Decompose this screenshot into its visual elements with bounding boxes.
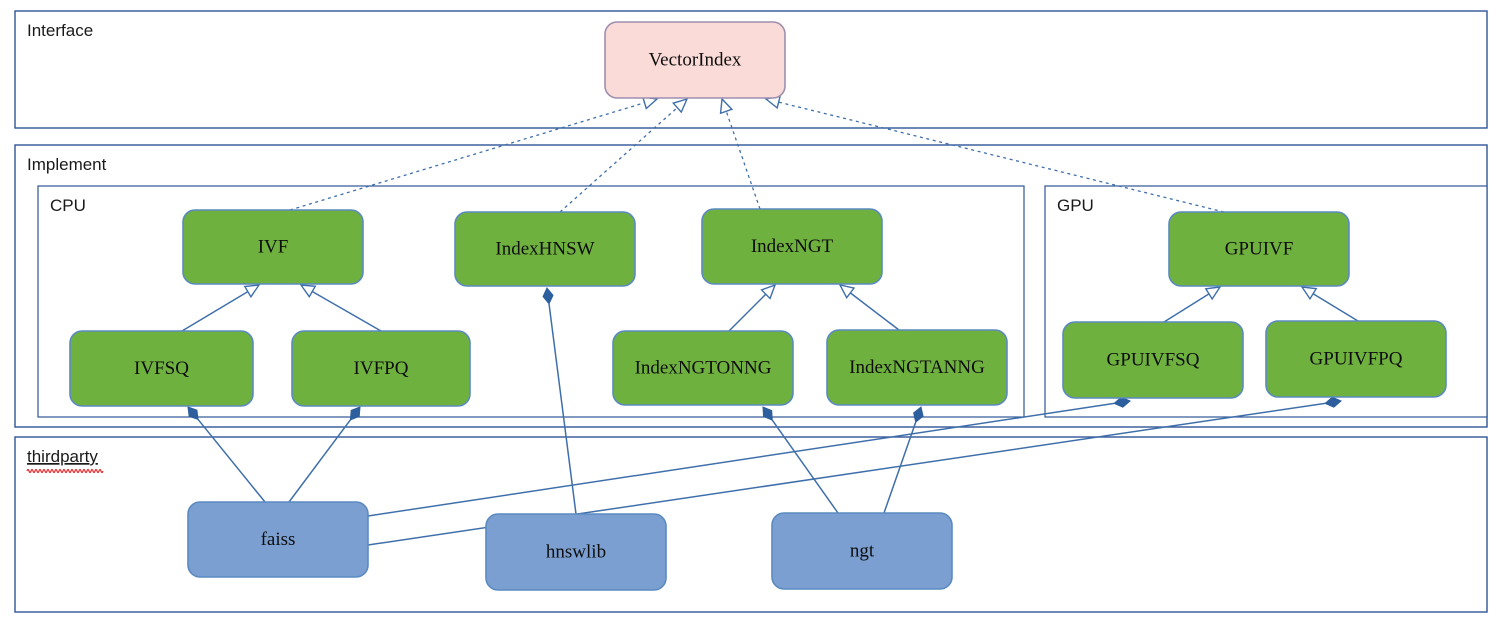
node-label-gpuivfpq: GPUIVFPQ xyxy=(1310,348,1403,369)
edge-line xyxy=(367,402,1115,517)
edge-line xyxy=(311,290,382,332)
inheritance-arrowhead xyxy=(1300,286,1318,301)
inheritance-arrowhead xyxy=(1204,286,1222,301)
edge-line xyxy=(197,418,266,503)
node-box-indexngt[interactable] xyxy=(701,208,883,285)
composition-diamond xyxy=(762,406,773,421)
edge-line xyxy=(289,102,645,211)
edge-line xyxy=(771,419,839,514)
node-box-indexhnsw[interactable] xyxy=(454,211,636,287)
edge-line xyxy=(883,421,917,514)
node-label-vectorindex: VectorIndex xyxy=(649,49,742,70)
composition-diamond xyxy=(1324,396,1342,408)
node-label-hnswlib: hnswlib xyxy=(546,541,606,562)
node-label-ngt: ngt xyxy=(850,540,875,561)
realization-arrowhead xyxy=(672,97,689,114)
inheritance-arrowhead xyxy=(760,283,777,300)
edge-ngt-to-indexngtanng xyxy=(883,406,924,514)
edge-indexngtonng-to-indexngt xyxy=(728,283,777,332)
class-node-ngt[interactable]: ngt xyxy=(771,512,953,590)
node-label-ivfsq: IVFSQ xyxy=(134,358,189,379)
inheritance-arrowhead xyxy=(243,284,261,299)
edge-line xyxy=(1312,293,1359,322)
edge-faiss-to-ivfsq xyxy=(187,406,266,503)
node-box-vectorindex[interactable] xyxy=(604,21,786,99)
class-node-gpuivf[interactable]: GPUIVF xyxy=(1168,211,1350,287)
class-node-vectorindex[interactable]: VectorIndex xyxy=(604,21,786,99)
node-box-faiss[interactable] xyxy=(187,501,369,578)
edge-line xyxy=(725,111,761,210)
edge-faiss-to-ivfpq xyxy=(288,406,361,503)
class-node-indexhnsw[interactable]: IndexHNSW xyxy=(454,211,636,287)
node-box-ivfpq[interactable] xyxy=(291,330,471,407)
composition-diamond xyxy=(913,406,924,423)
edge-gpuivfpq-to-gpuivf xyxy=(1300,286,1359,322)
class-node-gpuivfpq[interactable]: GPUIVFPQ xyxy=(1265,320,1447,398)
class-node-ivfsq[interactable]: IVFSQ xyxy=(69,330,254,407)
edge-indexhnsw-to-vectorindex xyxy=(559,97,689,213)
node-label-gpuivfsq: GPUIVFSQ xyxy=(1107,349,1200,370)
inheritance-arrowhead xyxy=(838,283,856,299)
group-label-cpu: CPU xyxy=(50,196,86,215)
group-label-gpu: GPU xyxy=(1057,196,1094,215)
node-label-gpuivf: GPUIVF xyxy=(1225,238,1294,259)
class-node-ivf[interactable]: IVF xyxy=(182,209,364,285)
class-node-faiss[interactable]: faiss xyxy=(187,501,369,578)
group-label-interface: Interface xyxy=(27,21,93,40)
realization-arrowhead xyxy=(719,97,734,115)
class-node-indexngt[interactable]: IndexNGT xyxy=(701,208,883,285)
class-node-gpuivfsq[interactable]: GPUIVFSQ xyxy=(1062,321,1244,399)
node-label-indexngt: IndexNGT xyxy=(751,236,834,257)
edge-line xyxy=(1163,293,1210,323)
node-box-ivfsq[interactable] xyxy=(69,330,254,407)
inheritance-arrowhead xyxy=(299,284,317,298)
edge-ivfsq-to-ivf xyxy=(181,284,261,332)
class-node-hnswlib[interactable]: hnswlib xyxy=(485,513,667,591)
node-box-gpuivfsq[interactable] xyxy=(1062,321,1244,399)
spellcheck-squiggle xyxy=(26,468,104,474)
edge-indexngtanng-to-indexngt xyxy=(838,283,900,331)
edge-gpuivfsq-to-gpuivf xyxy=(1163,286,1222,323)
class-node-ivfpq[interactable]: IVFPQ xyxy=(291,330,471,407)
node-label-faiss: faiss xyxy=(261,529,296,550)
composition-diamond xyxy=(542,287,554,305)
node-box-ngt[interactable] xyxy=(771,512,953,590)
node-box-indexngtanng[interactable] xyxy=(826,329,1008,406)
group-label-thirdparty: thirdparty xyxy=(27,447,98,466)
edge-line xyxy=(728,293,767,332)
node-box-indexngtonng[interactable] xyxy=(612,330,794,406)
node-box-gpuivfpq[interactable] xyxy=(1265,320,1447,398)
edge-line xyxy=(849,292,900,331)
node-label-indexhnsw: IndexHNSW xyxy=(495,238,594,259)
node-box-gpuivf[interactable] xyxy=(1168,211,1350,287)
class-node-indexngtanng[interactable]: IndexNGTANNG xyxy=(826,329,1008,406)
edge-ivfpq-to-ivf xyxy=(299,284,382,332)
node-label-indexngtanng: IndexNGTANNG xyxy=(849,357,985,378)
composition-diamond xyxy=(349,406,361,421)
group-label-implement: Implement xyxy=(27,155,107,174)
node-label-indexngtonng: IndexNGTONNG xyxy=(635,357,772,378)
edge-line xyxy=(288,419,352,503)
edge-line xyxy=(548,303,577,515)
edge-indexngt-to-vectorindex xyxy=(719,97,761,210)
node-box-hnswlib[interactable] xyxy=(485,513,667,591)
edge-ngt-to-indexngtonng xyxy=(762,406,839,514)
edge-hnswlib-to-indexhnsw xyxy=(542,287,577,515)
node-label-ivfpq: IVFPQ xyxy=(354,358,409,379)
class-node-indexngtonng[interactable]: IndexNGTONNG xyxy=(612,330,794,406)
node-box-ivf[interactable] xyxy=(182,209,364,285)
node-label-ivf: IVF xyxy=(258,236,289,257)
edge-line xyxy=(181,291,249,332)
composition-diamond xyxy=(187,406,199,421)
